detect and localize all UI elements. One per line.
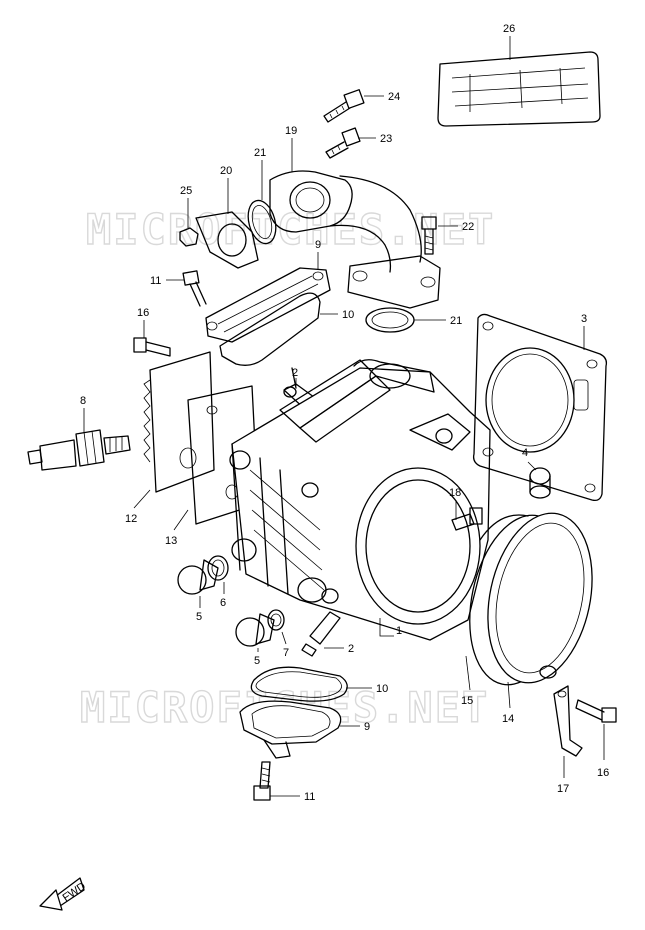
callout-7: 7	[283, 647, 289, 659]
callout-23: 23	[380, 133, 392, 145]
part-25-nut	[179, 227, 199, 247]
callout-11-lower: 11	[304, 791, 315, 803]
part-2-dowel-lower	[301, 611, 341, 657]
part-18-bolt	[451, 507, 483, 531]
callout-5-upper: 5	[196, 611, 202, 623]
callout-8: 8	[80, 395, 86, 407]
part-8-spark-plug	[27, 429, 131, 471]
part-26-label-sticker	[437, 51, 601, 127]
callout-10-lower: 10	[376, 683, 388, 695]
part-23-bolt	[325, 127, 361, 159]
part-10-gasket-top	[219, 292, 321, 366]
part-24-bolt	[323, 89, 365, 123]
part-11-bolt-bottom	[253, 761, 271, 801]
part-9-tappet-cover-bottom	[239, 700, 342, 759]
part-19-intake-pipe	[269, 170, 441, 309]
callout-5-lower: 5	[254, 655, 260, 667]
part-12-side-cover	[143, 351, 215, 493]
callout-25: 25	[180, 185, 192, 197]
callout-10-upper: 10	[342, 309, 354, 321]
callout-19: 19	[285, 125, 297, 137]
callout-1: 1	[396, 625, 402, 637]
part-4-dowel	[529, 467, 551, 499]
callout-6: 6	[220, 597, 226, 609]
callout-12: 12	[125, 513, 137, 525]
part-16-bolt-left	[133, 337, 171, 357]
part-10-gasket-bottom	[250, 666, 348, 702]
callout-16-left: 16	[137, 307, 149, 319]
callout-13: 13	[165, 535, 177, 547]
part-6-o-ring	[207, 555, 229, 581]
callout-21-upper: 21	[254, 147, 266, 159]
part-20-insulator	[195, 211, 259, 269]
callout-9-upper: 9	[315, 239, 321, 251]
part-1-cylinder-head	[229, 359, 491, 641]
callout-16-right: 16	[597, 767, 609, 779]
part-5-cap-lower	[235, 613, 275, 647]
callout-24: 24	[388, 91, 400, 103]
callout-4: 4	[522, 447, 528, 459]
callout-14: 14	[502, 713, 514, 725]
fwd-arrow: FWD	[39, 877, 89, 911]
part-16-bolt-right	[575, 699, 617, 723]
part-17-bracket	[553, 685, 583, 757]
callout-11-upper: 11	[150, 275, 161, 287]
callout-2-upper: 2	[292, 367, 298, 379]
part-3-head-gasket	[472, 313, 608, 502]
callout-22: 22	[462, 221, 474, 233]
callout-21-lower: 21	[450, 315, 462, 327]
callout-2-lower: 2	[348, 643, 354, 655]
callout-15: 15	[461, 695, 473, 707]
callout-labels: 26 24 19 23 21 20 25 22 9 11 10 21 3 16 …	[80, 23, 609, 803]
leader-lines	[83, 36, 605, 797]
callout-9-lower: 9	[364, 721, 370, 733]
part-21-o-ring-upper	[247, 199, 277, 245]
part-11-bolt-top	[182, 270, 207, 307]
fwd-label: FWD	[61, 880, 89, 904]
part-14-side-cover	[479, 512, 593, 684]
callout-18: 18	[449, 487, 461, 499]
callout-3: 3	[581, 313, 587, 325]
callout-26: 26	[503, 23, 515, 35]
callout-20: 20	[220, 165, 232, 177]
part-5-cap-upper	[177, 559, 219, 595]
callout-17: 17	[557, 783, 569, 795]
part-22-bolt	[421, 216, 437, 255]
part-21-o-ring-lower	[365, 307, 415, 333]
part-7-o-ring	[267, 609, 285, 631]
part-9-tappet-cover-top	[205, 267, 331, 343]
